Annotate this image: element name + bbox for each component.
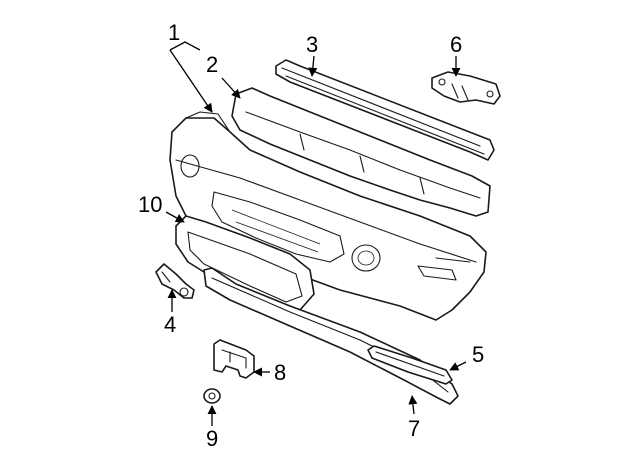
- part-2-energy-absorber: [231, 87, 491, 217]
- part-8-license-bracket: [213, 339, 255, 379]
- part-5-trim-molding: [367, 345, 453, 385]
- callout-8: 8: [274, 360, 286, 385]
- callout-4: 4: [164, 312, 176, 337]
- leader-lines: [165, 41, 467, 426]
- callout-9: 9: [206, 426, 218, 451]
- callout-3: 3: [306, 32, 318, 57]
- part-1-bumper-cover: [169, 111, 487, 321]
- part-3-impact-bar: [275, 59, 495, 161]
- part-9-clip: [203, 388, 221, 404]
- callout-2: 2: [206, 52, 218, 77]
- callout-10: 10: [138, 192, 162, 217]
- callout-1: 1: [168, 20, 180, 45]
- part-4-side-bracket: [155, 263, 195, 299]
- callout-7: 7: [408, 416, 420, 441]
- callout-5: 5: [472, 342, 484, 367]
- part-6-bracket: [431, 71, 501, 105]
- part-10-grille: [175, 215, 315, 313]
- callout-6: 6: [450, 32, 462, 57]
